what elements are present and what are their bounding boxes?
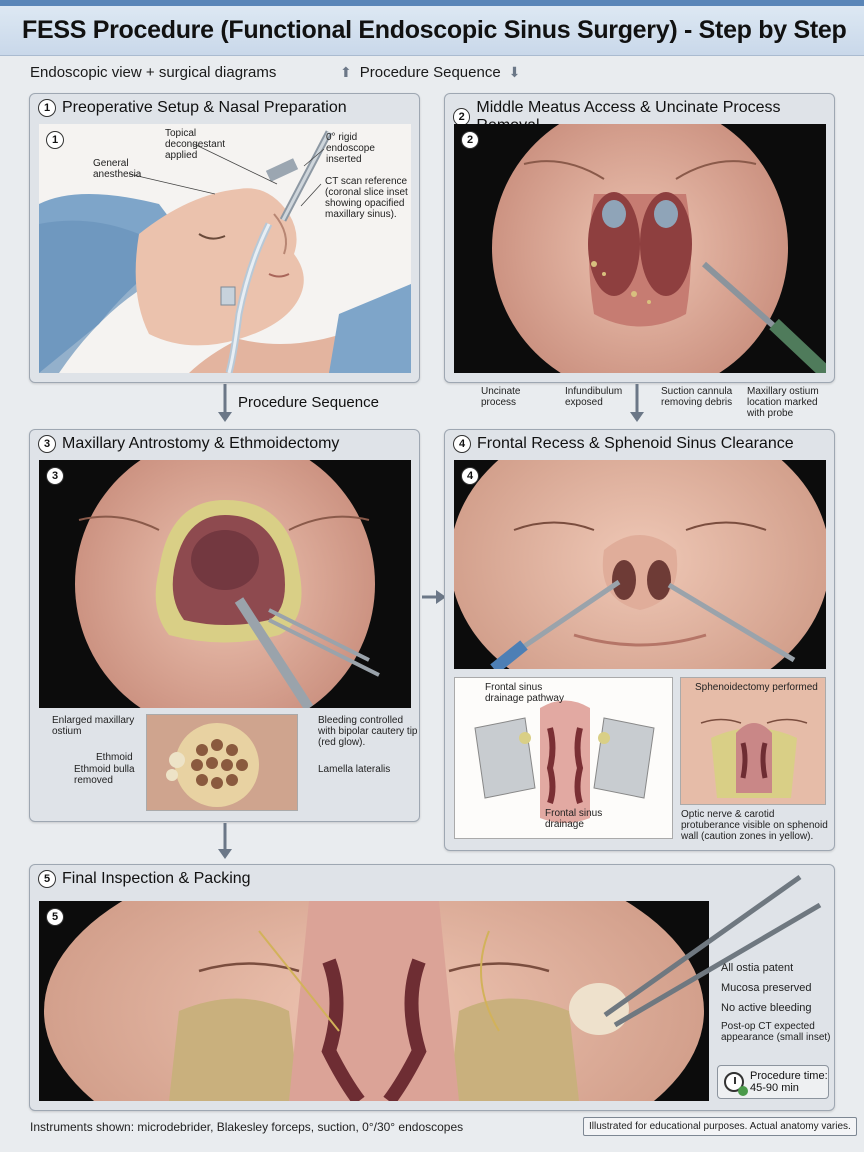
step-3-endoscopic-view: 3 (39, 460, 411, 708)
page-title: FESS Procedure (Functional Endoscopic Si… (22, 16, 847, 44)
sequence-label: Procedure Sequence (238, 394, 379, 411)
label-no-bleeding: No active bleeding (721, 1002, 812, 1014)
disclaimer-badge: Illustrated for educational purposes. Ac… (583, 1117, 857, 1136)
label-lamella: Lamella lateralis (318, 764, 391, 775)
label-postop-ct: Post-op CT expected appearance (small in… (721, 1021, 831, 1043)
ethmoid-inset-diagram (146, 714, 298, 811)
step-4-endoscopic-view: 4 (454, 460, 826, 669)
procedure-time-label: Procedure time: (750, 1070, 828, 1082)
top-accent-bar (0, 0, 864, 6)
step-5-panel: 5 Final Inspection & Packing 5 (29, 864, 835, 1111)
page-header: FESS Procedure (Functional Endoscopic Si… (0, 6, 864, 56)
final-inspection-drawing (44, 901, 704, 1101)
arrow-down-icon (630, 384, 644, 422)
label-sphenoidectomy: Sphenoidectomy performed (695, 682, 818, 693)
subtitle-left: Endoscopic view + surgical diagrams (30, 64, 277, 81)
step-2-endoscopic-view: 2 (454, 124, 826, 373)
label-ostium: Maxillary ostium location marked with pr… (747, 386, 819, 419)
step-5-title: 5 Final Inspection & Packing (38, 870, 251, 888)
checkmark-icon (738, 1086, 748, 1096)
clock-icon (724, 1072, 748, 1096)
step-number-badge: 3 (38, 435, 56, 453)
subtitle-row: Endoscopic view + surgical diagrams ⬆ Pr… (0, 62, 864, 84)
step-number-badge: 5 (38, 870, 56, 888)
view-number-badge: 2 (461, 131, 479, 149)
label-anesthesia: General anesthesia (93, 158, 142, 180)
patient-setup-drawing (39, 130, 411, 373)
arrow-right-icon (422, 590, 446, 604)
step-title-label: Frontal Recess & Sphenoid Sinus Clearanc… (477, 435, 794, 452)
step-3-panel: 3 Maxillary Antrostomy & Ethmoidectomy 3 (29, 429, 420, 822)
label-bleeding: Bleeding controlled with bipolar cautery… (318, 715, 418, 748)
procedure-time-value: 45-90 min (750, 1082, 799, 1094)
label-endoscope: 0° rigid endoscope inserted (326, 132, 375, 165)
sphenoid-drawing (681, 678, 825, 804)
step-1-illustration: 1 Topical d (39, 124, 411, 373)
label-ethmoid: Ethmoid (96, 752, 133, 763)
label-uncinate: Uncinate process (481, 386, 521, 408)
step-5-endoscopic-view: 5 (39, 901, 709, 1101)
ethmoid-cells-drawing (147, 715, 297, 810)
view-number-badge: 1 (46, 131, 64, 149)
arrow-down-icon (218, 384, 232, 422)
label-frontal-pathway: Frontal sinus drainage pathway (485, 682, 564, 704)
frontal-sinus-drawing (474, 700, 655, 823)
arrow-up-icon: ⬆ (340, 64, 352, 80)
step-number-badge: 1 (38, 99, 56, 117)
sequence-header: ⬆ Procedure Sequence ⬇ (340, 64, 520, 81)
label-enlarged-ostium: Enlarged maxillary ostium (52, 715, 135, 737)
label-ct-reference: CT scan reference (coronal slice inset s… (325, 176, 408, 220)
view-number-badge: 4 (461, 467, 479, 485)
step-title-label: Maxillary Antrostomy & Ethmoidectomy (62, 435, 340, 452)
step-title-label: Final Inspection & Packing (62, 870, 251, 887)
middle-meatus-drawing (492, 124, 826, 373)
procedure-time-box: Procedure time: 45-90 min (717, 1065, 829, 1099)
label-decongestant: Topical decongestant applied (165, 128, 226, 161)
arrow-down-icon: ⬇ (508, 64, 521, 80)
step-4-panel: 4 Frontal Recess & Sphenoid Sinus Cleara… (444, 429, 835, 851)
antrostomy-drawing (75, 460, 380, 708)
arrow-down-icon (218, 823, 232, 859)
step-number-badge: 4 (453, 435, 471, 453)
label-ostia-patent: All ostia patent (721, 962, 794, 974)
label-frontal-drainage: Frontal sinus drainage (545, 808, 603, 830)
step-title-label: Preoperative Setup & Nasal Preparation (62, 99, 347, 116)
label-suction: Suction cannula removing debris (661, 386, 733, 408)
frontal-recess-drawing (454, 460, 826, 669)
label-mucosa: Mucosa preserved (721, 982, 812, 994)
step-2-panel: 2 Middle Meatus Access & Uncinate Proces… (444, 93, 835, 419)
step-4-title: 4 Frontal Recess & Sphenoid Sinus Cleara… (453, 435, 794, 453)
step-1-title: 1 Preoperative Setup & Nasal Preparation (38, 99, 347, 117)
step-3-title: 3 Maxillary Antrostomy & Ethmoidectomy (38, 435, 339, 453)
sphenoidectomy-inset: Sphenoidectomy performed (680, 677, 826, 805)
instruments-footnote: Instruments shown: microdebrider, Blakes… (30, 1120, 464, 1134)
frontal-drainage-diagram: Frontal sinus drainage pathway Frontal s… (454, 677, 673, 839)
view-number-badge: 5 (46, 908, 64, 926)
step-1-panel: 1 Preoperative Setup & Nasal Preparation… (29, 93, 420, 383)
label-ethmoid-bulla: Ethmoid bulla removed (74, 764, 135, 786)
forceps-instrument (603, 874, 822, 1028)
label-optic-carotid: Optic nerve & carotid protuberance visib… (681, 809, 828, 842)
view-number-badge: 3 (46, 467, 64, 485)
label-infundibulum: Infundibulum exposed (565, 386, 623, 408)
sequence-header-label: Procedure Sequence (359, 64, 501, 81)
